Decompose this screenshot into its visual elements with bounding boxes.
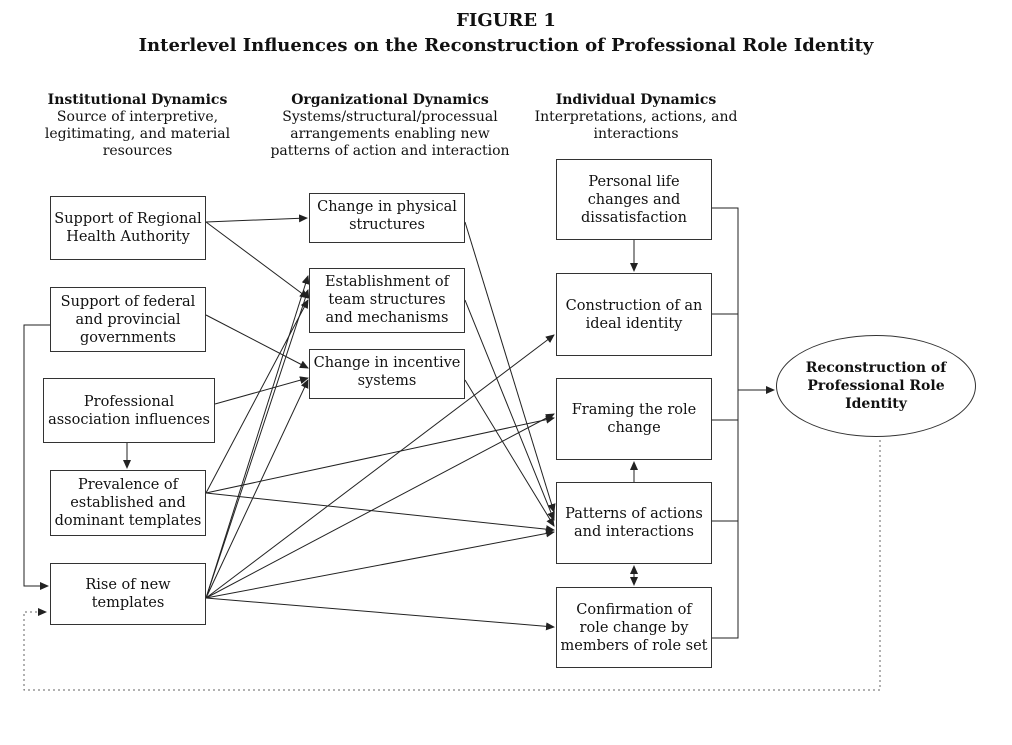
node-confirmation: Confirmation of role change by members o… <box>556 587 712 668</box>
node-physical-structures: Change in physical structures <box>309 193 465 243</box>
figure-label: FIGURE 1 <box>456 10 556 31</box>
edge-new-to-incentive <box>205 379 309 599</box>
node-label: Prevalence of established and dominant t… <box>54 477 202 529</box>
edge-new-to-framing <box>205 413 555 599</box>
individual-description: Interpretations, actions, and interactio… <box>534 109 738 142</box>
column-heading-individual: Individual Dynamics Interpretations, act… <box>526 92 746 143</box>
column-heading-organizational: Organizational Dynamics Systems/structur… <box>270 92 510 160</box>
node-federal-provincial: Support of federal and provincial govern… <box>50 287 206 352</box>
edge-regional-to-team <box>205 221 309 299</box>
node-label: Professional association influences <box>48 393 210 428</box>
individual-heading: Individual Dynamics <box>555 92 717 108</box>
organizational-description: Systems/structural/processual arrangemen… <box>270 109 510 159</box>
node-personal-life: Personal life changes and dissatisfactio… <box>556 159 712 240</box>
node-label: Rise of new templates <box>85 577 171 611</box>
edge-established-to-team <box>205 299 309 494</box>
node-framing-role: Framing the role change <box>556 378 712 460</box>
edge-established-to-framing <box>205 415 555 494</box>
node-label: Change in incentive systems <box>313 355 461 389</box>
node-label: Change in physical structures <box>317 199 457 233</box>
node-label: Reconstruction of Professional Role Iden… <box>805 360 947 412</box>
edge-feedback-loop <box>23 440 881 691</box>
node-new-templates: Rise of new templates <box>50 563 206 625</box>
node-regional-health-authority: Support of Regional Health Authority <box>50 196 206 260</box>
edge-federal-to-incentive <box>205 314 309 369</box>
node-label: Patterns of actions and interactions <box>565 506 703 540</box>
column-heading-institutional: Institutional Dynamics Source of interpr… <box>30 92 245 160</box>
edge-established-to-patterns <box>205 492 555 534</box>
edge-bracket-top <box>712 207 739 639</box>
edge-team-to-patterns <box>464 299 555 521</box>
node-patterns-actions: Patterns of actions and interactions <box>556 482 712 564</box>
edge-new-to-patterns <box>205 529 555 599</box>
node-label: Construction of an ideal identity <box>565 297 703 332</box>
node-professional-association: Professional association influences <box>43 378 215 443</box>
node-label: Framing the role change <box>571 402 697 436</box>
node-label: Support of Regional Health Authority <box>54 211 202 245</box>
node-ideal-identity: Construction of an ideal identity <box>556 273 712 356</box>
edge-association-to-incentive <box>214 376 309 405</box>
edge-physical-to-patterns <box>464 221 556 513</box>
edge-new-to-confirmation <box>205 597 555 631</box>
node-outcome: Reconstruction of Professional Role Iden… <box>776 335 976 437</box>
edge-federal-to-new-templates <box>23 324 50 590</box>
edge-new-to-team-b <box>205 289 310 599</box>
node-team-structures: Establishment of team structures and mec… <box>309 268 465 333</box>
figure-title: Interlevel Influences on the Reconstruct… <box>138 35 874 56</box>
edge-new-to-ideal <box>205 334 555 599</box>
edge-incentive-to-patterns <box>464 379 555 527</box>
institutional-heading: Institutional Dynamics <box>47 92 228 108</box>
node-incentive-systems: Change in incentive systems <box>309 349 465 399</box>
node-label: Confirmation of role change by members o… <box>560 601 708 654</box>
edge-new-to-team-a <box>205 275 310 599</box>
node-label: Support of federal and provincial govern… <box>60 293 196 346</box>
institutional-description: Source of interpretive, legitimating, an… <box>44 109 231 159</box>
organizational-heading: Organizational Dynamics <box>291 92 489 108</box>
node-established-templates: Prevalence of established and dominant t… <box>50 470 206 536</box>
node-label: Personal life changes and dissatisfactio… <box>580 173 688 226</box>
edge-regional-to-physical <box>205 214 308 223</box>
node-label: Establishment of team structures and mec… <box>324 274 450 326</box>
